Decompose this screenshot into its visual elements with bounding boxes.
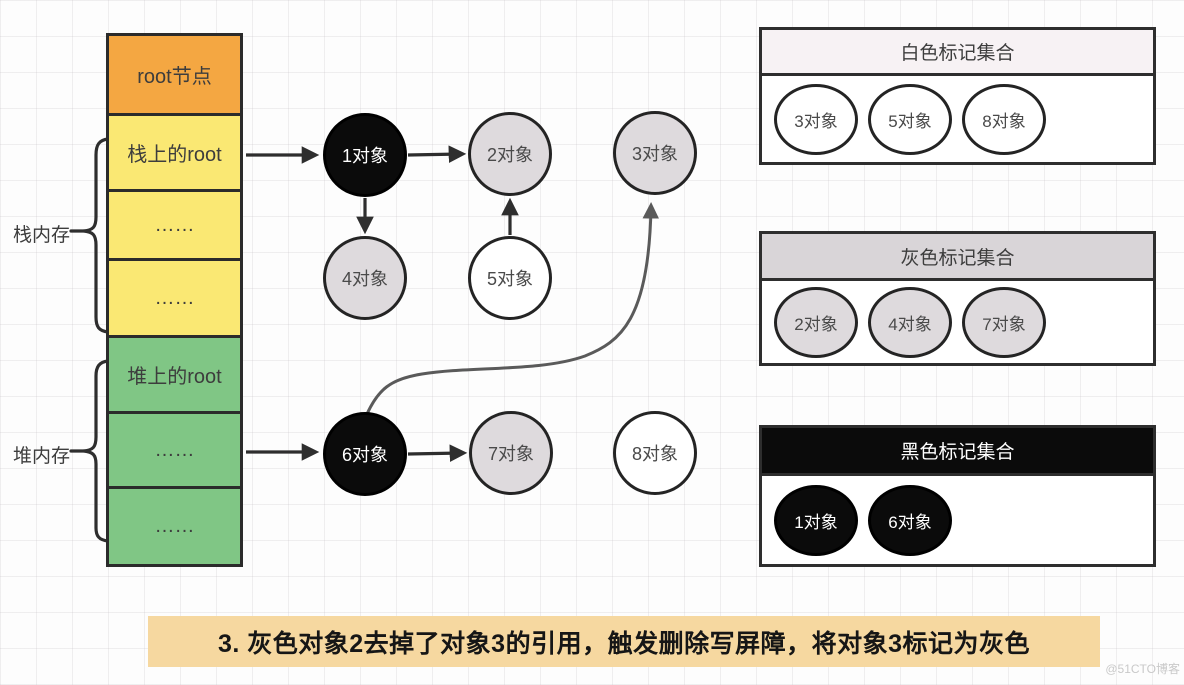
black-set-body: 1对象 6对象	[762, 476, 1153, 564]
memory-block-label: 堆上的root	[127, 366, 222, 388]
memory-block-label: root节点	[137, 66, 212, 88]
node-label: 3对象	[631, 144, 678, 164]
arrow-obj6-to-obj7	[407, 444, 468, 463]
set-item-obj5: 5对象	[868, 83, 952, 155]
watermark: @51CTO博客	[1105, 662, 1180, 676]
node-obj2: 2对象	[468, 112, 552, 196]
memory-block-stack-dots: ……	[109, 258, 240, 335]
node-obj7: 7对象	[469, 411, 553, 495]
node-label: 4对象	[341, 269, 388, 289]
node-label: 8对象	[631, 444, 678, 464]
node-label: 1对象	[341, 146, 388, 166]
node-obj3: 3对象	[613, 111, 697, 195]
memory-block-label: 栈上的root	[127, 144, 222, 166]
set-item-obj3: 3对象	[774, 83, 858, 155]
gray-set-body: 2对象 4对象 7对象	[762, 281, 1153, 363]
node-obj5: 5对象	[468, 236, 552, 320]
memory-block-label: ……	[154, 286, 195, 309]
caption-banner: 3. 灰色对象2去掉了对象3的引用，触发删除写屏障，将对象3标记为灰色	[148, 616, 1100, 667]
node-label: 2对象	[486, 145, 533, 165]
memory-block-label: ……	[154, 213, 195, 236]
node-label: 7对象	[487, 444, 534, 464]
node-obj8: 8对象	[613, 411, 697, 495]
node-obj1: 1对象	[323, 113, 407, 197]
node-label: 5对象	[486, 269, 533, 289]
heap-brace	[82, 359, 110, 543]
white-set-title: 白色标记集合	[762, 30, 1153, 76]
memory-block-heap-root: 堆上的root	[109, 335, 240, 411]
set-item-obj8: 8对象	[962, 83, 1046, 155]
set-item-obj4: 4对象	[868, 286, 952, 358]
heap-memory-label: 堆内存	[12, 446, 70, 467]
black-mark-set-box: 黑色标记集合 1对象 6对象	[759, 425, 1156, 567]
black-set-title: 黑色标记集合	[762, 428, 1153, 476]
memory-block-stack-dots: ……	[109, 189, 240, 258]
memory-block-label: ……	[154, 515, 195, 537]
white-mark-set-box: 白色标记集合 3对象 5对象 8对象	[759, 27, 1156, 165]
memory-block-heap-dots: ……	[109, 486, 240, 564]
node-label: 6对象	[341, 445, 388, 465]
set-item-obj1: 1对象	[774, 484, 858, 556]
gray-mark-set-box: 灰色标记集合 2对象 4对象 7对象	[759, 231, 1156, 366]
gray-set-title: 灰色标记集合	[762, 234, 1153, 281]
set-item-obj7: 7对象	[962, 286, 1046, 358]
memory-block-stack-root: 栈上的root	[109, 113, 240, 189]
memory-block-root: root节点	[109, 36, 240, 113]
memory-column: root节点 栈上的root …… …… 堆上的root …… ……	[106, 33, 243, 567]
white-set-body: 3对象 5对象 8对象	[762, 76, 1153, 162]
node-obj6: 6对象	[323, 412, 407, 496]
node-obj4: 4对象	[323, 236, 407, 320]
stack-brace	[82, 137, 110, 334]
memory-block-heap-dots: ……	[109, 411, 240, 486]
set-item-obj6: 6对象	[868, 484, 952, 556]
memory-block-label: ……	[154, 438, 195, 461]
arrow-obj1-to-obj2	[407, 145, 467, 164]
stack-memory-label: 栈内存	[12, 225, 70, 246]
set-item-obj2: 2对象	[774, 286, 858, 358]
